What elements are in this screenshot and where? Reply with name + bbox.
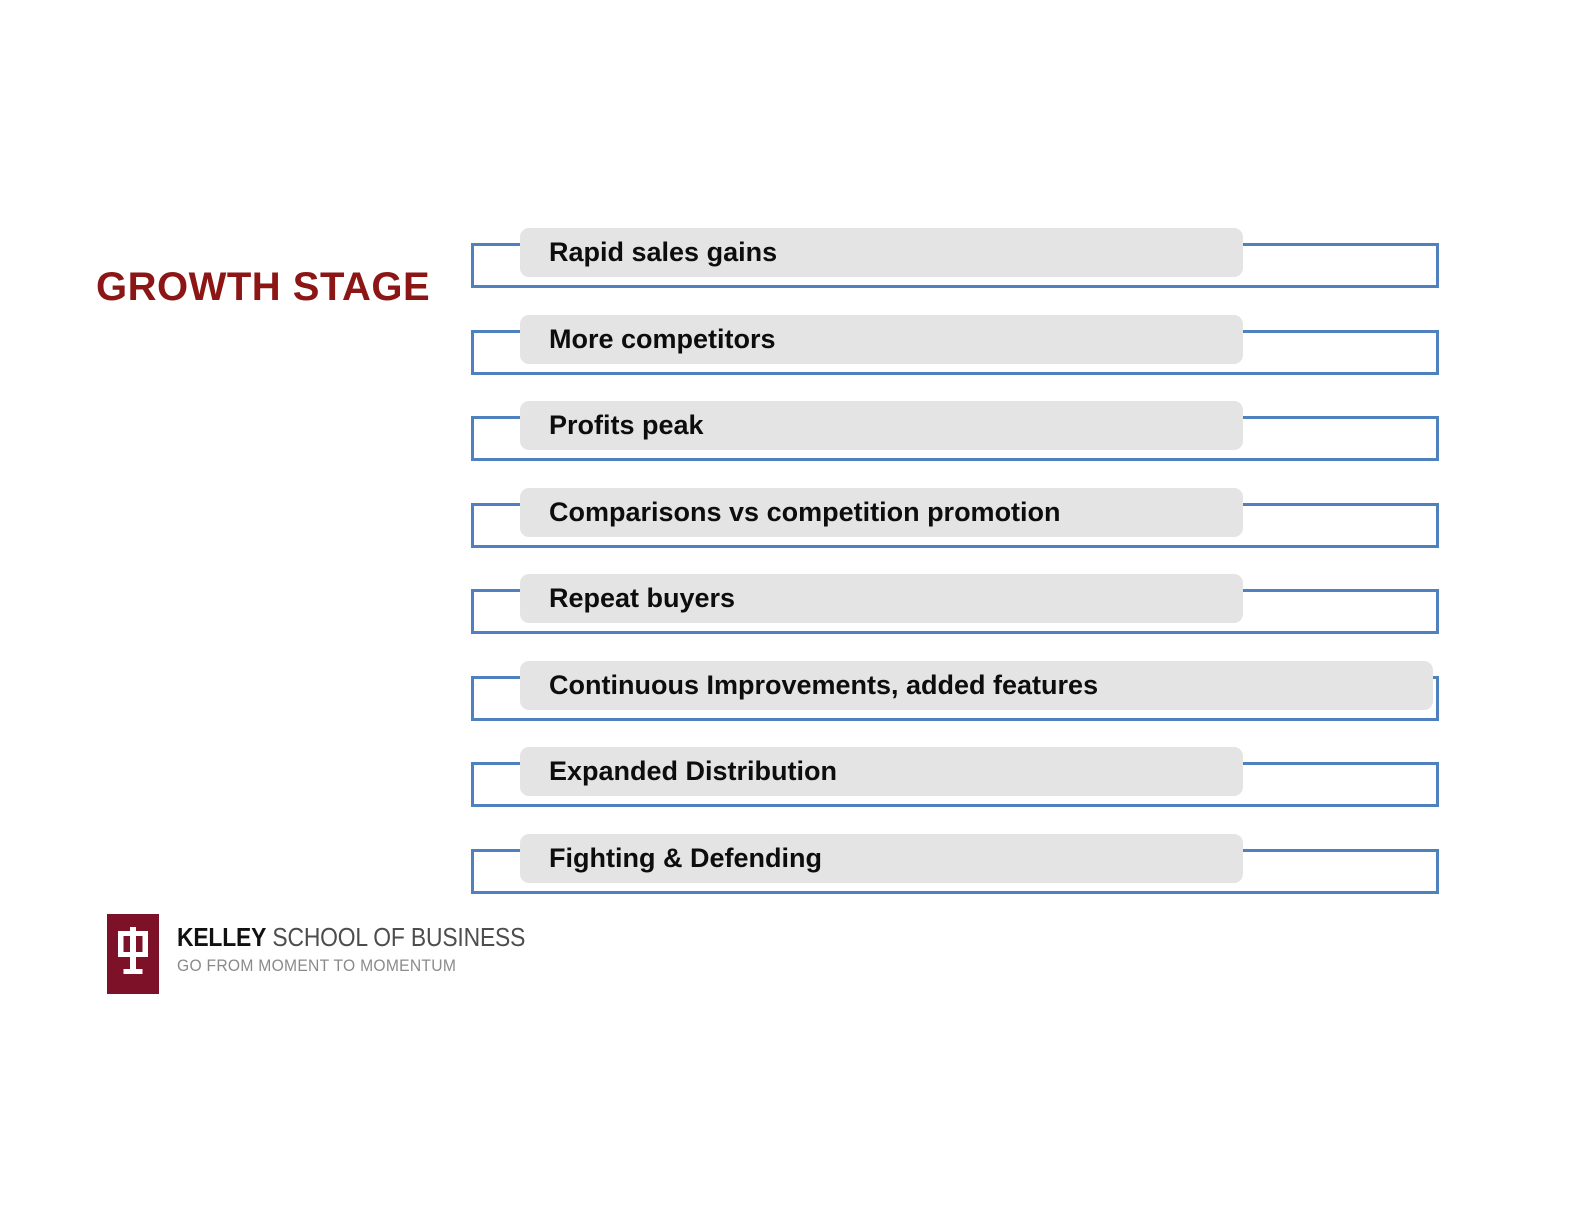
list-item-label: Rapid sales gains [549, 237, 778, 267]
row-label-plate[interactable]: Expanded Distribution [520, 747, 1243, 796]
list-item-label: Repeat buyers [549, 583, 736, 613]
logo-school-of-business-word: SCHOOL OF BUSINESS [266, 922, 526, 952]
list-item-label: Profits peak [549, 410, 704, 440]
list-item[interactable]: Profits peak [471, 401, 1443, 465]
list-item[interactable]: More competitors [471, 314, 1443, 379]
list-item[interactable]: Rapid sales gains [471, 228, 1443, 292]
row-label-plate[interactable]: Fighting & Defending [520, 833, 1243, 883]
iu-trident-icon [107, 914, 159, 994]
logo-tagline: GO FROM MOMENT TO MOMENTUM [177, 956, 457, 975]
row-label-plate[interactable]: Rapid sales gains [520, 228, 1243, 277]
row-label-plate[interactable]: Profits peak [520, 401, 1243, 450]
list-item[interactable]: Fighting & Defending [471, 833, 1443, 898]
row-label-plate[interactable]: Continuous Improvements, added features [520, 660, 1433, 710]
row-label-plate[interactable]: More competitors [520, 314, 1243, 364]
logo-kelley-word: KELLEY [177, 922, 267, 952]
growth-stage-list: Rapid sales gains More competitors Profi… [471, 228, 1443, 903]
row-label-plate[interactable]: Comparisons vs competition promotion [520, 487, 1243, 537]
list-item-label: Fighting & Defending [549, 842, 822, 873]
list-item-label: Comparisons vs competition promotion [549, 496, 1061, 527]
kelley-school-logo: KELLEY SCHOOL OF BUSINESS GO FROM MOMENT… [107, 914, 573, 994]
list-item-label: More competitors [549, 323, 776, 354]
list-item-label: Continuous Improvements, added features [549, 669, 1099, 700]
logo-name-line: KELLEY SCHOOL OF BUSINESS [177, 924, 525, 950]
page-title: GROWTH STAGE [96, 265, 431, 309]
logo-wordmark: KELLEY SCHOOL OF BUSINESS GO FROM MOMENT… [177, 914, 573, 974]
list-item-label: Expanded Distribution [549, 756, 838, 786]
row-label-plate[interactable]: Repeat buyers [520, 574, 1243, 623]
list-item[interactable]: Repeat buyers [471, 574, 1443, 638]
list-item[interactable]: Expanded Distribution [471, 747, 1443, 811]
list-item[interactable]: Comparisons vs competition promotion [471, 487, 1443, 552]
list-item[interactable]: Continuous Improvements, added features [471, 660, 1443, 725]
